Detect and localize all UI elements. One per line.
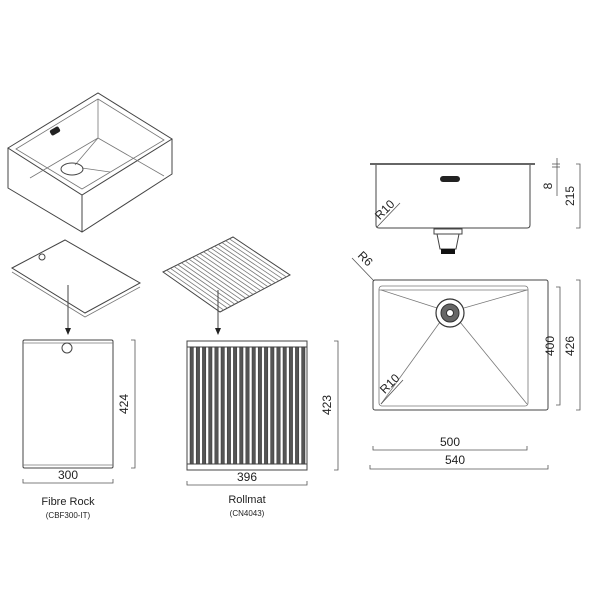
arrow-down-icon [65,328,71,335]
fibre-rock-code: (CBF300-IT) [46,511,91,520]
rollmat-bar [251,346,256,465]
rollmat-bar [220,346,225,465]
rollmat-code: (CN4043) [230,509,265,518]
flange-dimension: 8 [541,182,555,189]
rollmat-bar [264,346,269,465]
rollmat-bar [301,346,306,465]
rollmat-bar [276,346,281,465]
rollmat-bar [221,242,280,282]
rollmat-bar [214,245,272,286]
rollmat-bar [195,255,254,295]
rollmat-bar [202,346,207,465]
overflow-icon [49,126,61,136]
rollmat-width: 396 [237,470,257,484]
rollmat-bar [210,247,269,288]
rollmat-bar [192,256,250,297]
height-dimension: 215 [563,186,577,206]
rollmat-bar [166,269,224,311]
rollmat-bar [229,238,287,278]
rollmat-name: Rollmat [228,494,265,506]
rollmat-bar [206,249,265,289]
fibre-rock-width: 300 [58,468,78,482]
fibre-rock-isometric [10,239,142,335]
rollmat-bar [203,251,261,291]
rollmat-isometric [162,236,291,335]
sink-top-view: R6 R10 400 426 500 540 [351,248,581,470]
drain-outlet [441,249,455,254]
corner-radius-label: R6 [355,248,376,269]
rollmat-bar [288,346,293,465]
rollmat-bar [177,264,235,305]
outer-width-dimension: 540 [445,453,465,467]
isometric-sink [7,92,173,233]
rollmat-bar [295,346,300,465]
rollmat-bar [214,346,219,465]
rollmat-bar [225,240,283,280]
rollmat-bar [218,244,276,284]
rollmat-bar [226,346,231,465]
rollmat-bar [195,346,200,465]
rollmat-bar [270,346,275,465]
overflow-icon [440,176,460,182]
rollmat-bar [189,346,194,465]
outer-depth-dimension: 426 [563,336,577,356]
rollmat-bar [208,346,213,465]
rollmat-bar [239,346,244,465]
rollmat-bar [282,346,287,465]
inner-width-dimension: 500 [440,435,460,449]
rollmat-bar [233,346,238,465]
rollmat-bar [245,346,250,465]
rollmat-plan: 423 396 Rollmat (CN4043) [186,340,339,518]
rollmat-length: 423 [320,395,334,415]
rollmat-bar [181,262,239,303]
fibre-rock-name: Fibre Rock [41,496,95,508]
arrow-down-icon [215,328,221,335]
rollmat-bar [257,346,262,465]
sink-side-view: R10 8 215 [370,158,581,254]
rollmat-bar [184,260,243,301]
rollmat-bar [199,253,258,293]
rollmat-bar [188,258,247,299]
inner-radius-label: R10 [377,371,403,397]
fibre-rock-length: 424 [117,394,131,414]
rollmat-bar [173,266,232,307]
fibre-rock-plan: 424 300 Fibre Rock (CBF300-IT) [22,339,136,520]
inner-depth-dimension: 400 [543,336,557,356]
